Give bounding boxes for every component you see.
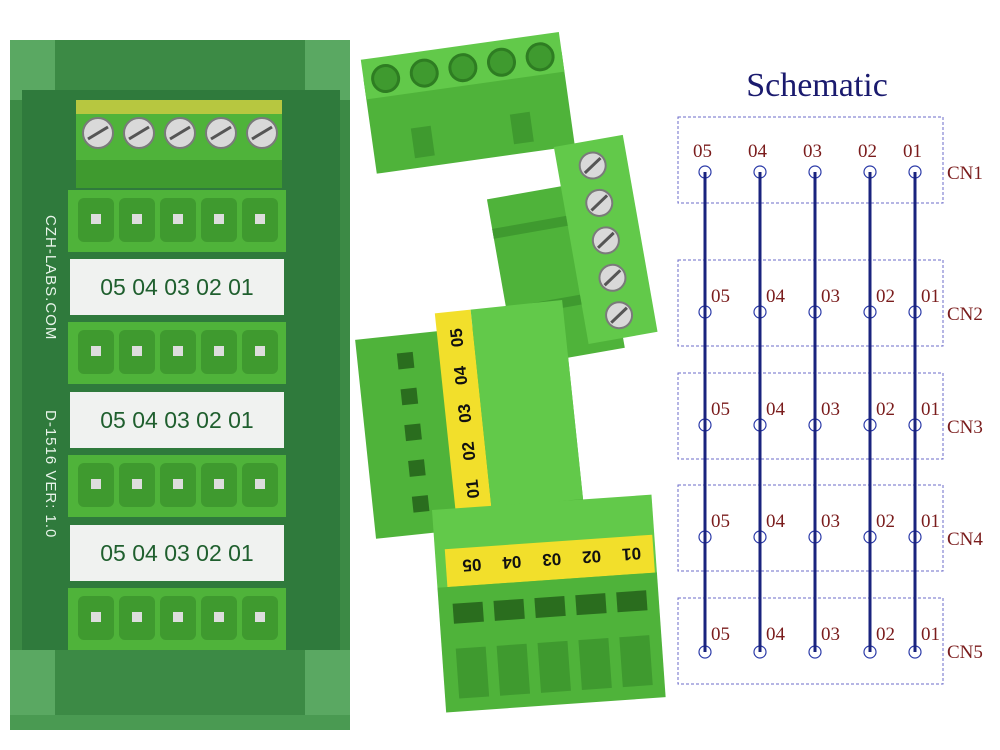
screw-terminal bbox=[76, 100, 282, 188]
plug-pin-label: 01 bbox=[621, 544, 641, 564]
pin-label: 03 bbox=[803, 141, 822, 162]
connector-box bbox=[677, 484, 944, 572]
plug-pin-label: 03 bbox=[542, 549, 562, 569]
pin-label: 03 bbox=[821, 624, 840, 645]
plug-pin-label: 05 bbox=[447, 327, 468, 348]
label-strip bbox=[70, 525, 284, 581]
labeled-plug-horizontal: 01 02 03 04 05 bbox=[431, 494, 666, 713]
din-rail-module: 05 04 03 02 01 05 04 03 02 01 05 04 03 02 … bbox=[10, 40, 350, 730]
label-strip-text: 05 04 03 02 01 bbox=[100, 540, 253, 566]
pin-label: 05 bbox=[711, 624, 730, 645]
wire-entry bbox=[486, 47, 516, 77]
pin-label: 02 bbox=[876, 624, 895, 645]
pin-label: 05 bbox=[693, 141, 712, 162]
pin-label: 02 bbox=[876, 511, 895, 532]
plug-pin-label: 02 bbox=[458, 441, 479, 462]
wire-entry bbox=[371, 64, 401, 94]
plug-pin-label: 03 bbox=[454, 403, 475, 424]
pin-label: 05 bbox=[711, 286, 730, 307]
pin-label: 04 bbox=[766, 286, 786, 307]
label-strip-text: 05 04 03 02 01 bbox=[100, 274, 253, 300]
plug-pin-label: 04 bbox=[501, 552, 522, 572]
connector-label: CN2 bbox=[947, 304, 983, 325]
connector-box bbox=[677, 116, 944, 204]
screw-plug-top bbox=[360, 31, 575, 174]
pin-label: 04 bbox=[748, 141, 768, 162]
pin-label: 01 bbox=[903, 141, 922, 162]
pin-label: 04 bbox=[766, 511, 786, 532]
pin-label: 04 bbox=[766, 399, 786, 420]
pin-label: 02 bbox=[876, 399, 895, 420]
pin-label: 01 bbox=[921, 511, 940, 532]
pin-label: 01 bbox=[921, 624, 940, 645]
connector-label: CN3 bbox=[947, 417, 983, 438]
wire-entry bbox=[448, 53, 478, 83]
plug-pin-label: 01 bbox=[462, 478, 483, 499]
connector-label: CN4 bbox=[947, 529, 983, 550]
screw-plug-side bbox=[486, 134, 658, 367]
connector-label: CN5 bbox=[947, 642, 983, 663]
connector-box bbox=[677, 259, 944, 347]
pin-label: 01 bbox=[921, 286, 940, 307]
product-illustration: 05 04 03 02 01 05 04 03 02 01 05 04 03 02 … bbox=[10, 31, 666, 730]
wire-entry bbox=[525, 42, 555, 72]
silk-brand: CZH-LABS.COM bbox=[42, 215, 59, 340]
labeled-plug-vertical: 01 02 03 04 05 bbox=[355, 299, 585, 539]
wire-entry bbox=[409, 58, 439, 88]
pin-label: 02 bbox=[858, 141, 877, 162]
pin-label: 05 bbox=[711, 399, 730, 420]
schematic-title: Schematic bbox=[746, 67, 888, 104]
plug-pin-label: 02 bbox=[582, 546, 602, 566]
plug-pin-label: 05 bbox=[462, 555, 482, 575]
pin-label: 04 bbox=[766, 624, 786, 645]
connector-box bbox=[677, 597, 944, 685]
pin-label: 02 bbox=[876, 286, 895, 307]
plug-pin-label: 04 bbox=[450, 365, 471, 386]
label-strip bbox=[70, 392, 284, 448]
silk-model: D-1516 VER: 1.0 bbox=[42, 410, 59, 538]
label-strip-text: 05 04 03 02 01 bbox=[100, 407, 253, 433]
pin-label: 01 bbox=[921, 399, 940, 420]
pin-label: 03 bbox=[821, 511, 840, 532]
connector-box bbox=[677, 372, 944, 460]
pin-label: 05 bbox=[711, 511, 730, 532]
connector-label: CN1 bbox=[947, 163, 983, 184]
pin-label: 03 bbox=[821, 399, 840, 420]
pin-label: 03 bbox=[821, 286, 840, 307]
label-strip bbox=[70, 259, 284, 315]
